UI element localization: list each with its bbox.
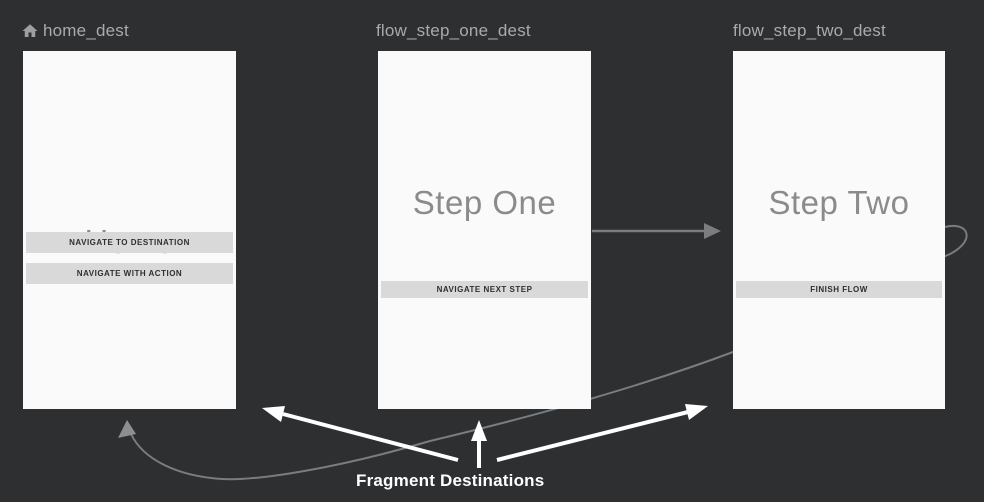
arrowhead-up-icon — [471, 420, 487, 441]
destination-label-flow-step-two-dest[interactable]: flow_step_two_dest — [733, 21, 886, 41]
fragment-preview-flow-step-two-dest[interactable]: Step Two FINISH FLOW — [733, 51, 945, 409]
annotation-arrow-left — [262, 406, 459, 462]
annotation-label: Fragment Destinations — [356, 471, 545, 490]
preview-button-navigate-next-step: NAVIGATE NEXT STEP — [381, 281, 588, 298]
annotation-arrow-right — [496, 404, 708, 462]
home-icon — [21, 22, 39, 40]
destination-label-text: flow_step_two_dest — [733, 21, 886, 40]
arrowhead-up-left-icon — [262, 406, 285, 422]
destination-label-home-dest[interactable]: home_dest — [21, 21, 129, 41]
annotation-arrow-middle — [471, 420, 487, 468]
destination-label-text: flow_step_one_dest — [376, 21, 531, 40]
arrowhead-up-right-icon — [685, 404, 708, 420]
action-arrow-step-one-to-step-two[interactable] — [592, 223, 721, 239]
fragment-preview-home-dest[interactable]: Home NAVIGATE TO DESTINATION NAVIGATE WI… — [23, 51, 236, 409]
arrowhead-up-icon — [118, 420, 136, 438]
preview-button-navigate-to-destination: NAVIGATE TO DESTINATION — [26, 232, 233, 253]
preview-button-finish-flow: FINISH FLOW — [736, 281, 942, 298]
preview-title: Step Two — [768, 184, 910, 221]
destination-label-flow-step-one-dest[interactable]: flow_step_one_dest — [376, 21, 531, 41]
arrowhead-right-icon — [704, 223, 721, 239]
preview-title: Step One — [412, 184, 557, 221]
destination-label-text: home_dest — [43, 21, 129, 40]
fragment-preview-flow-step-one-dest[interactable]: Step One NAVIGATE NEXT STEP — [378, 51, 591, 409]
preview-button-navigate-with-action: NAVIGATE WITH ACTION — [26, 263, 233, 284]
